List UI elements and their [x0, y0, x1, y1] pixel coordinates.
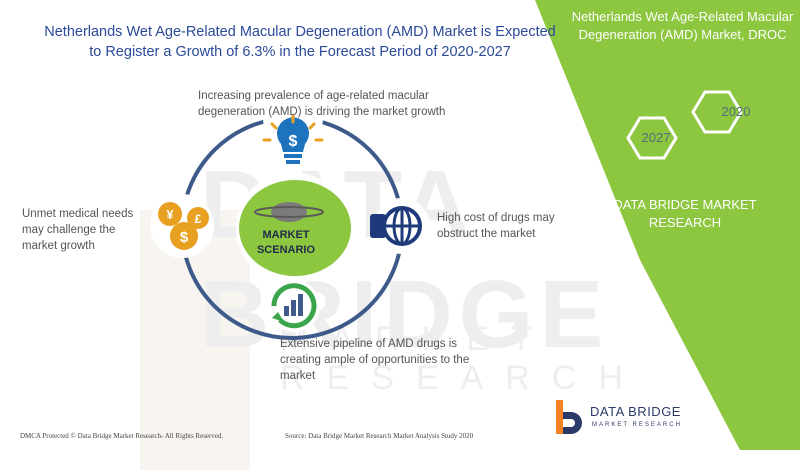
- company-name: DATA BRIDGE MARKET RESEARCH: [613, 197, 757, 230]
- label-restraint: High cost of drugs may obstruct the mark…: [437, 212, 555, 240]
- label-challenge: Unmet medical needs may challenge the ma…: [22, 208, 134, 252]
- logo-name: DATA BRIDGE: [590, 404, 681, 419]
- svg-text:¥: ¥: [166, 207, 174, 222]
- footer-source: Source: Data Bridge Market Research Mark…: [285, 432, 474, 440]
- svg-text:£: £: [195, 212, 202, 226]
- year-start: 2020: [721, 104, 751, 119]
- globe-barrier-icon: [370, 198, 430, 254]
- company-logo-icon: [556, 400, 582, 434]
- logo-subtitle: MARKET RESEARCH: [592, 422, 682, 428]
- hexagon-2027: [626, 116, 678, 160]
- svg-text:$: $: [289, 133, 298, 150]
- svg-text:$: $: [180, 229, 189, 246]
- green-side-panel: [535, 0, 800, 450]
- footer-copyright: DMCA Protected © Data Bridge Market Rese…: [20, 432, 224, 440]
- market-scenario-diagram: $ ¥ £ $: [150, 88, 430, 340]
- label-opportunity: Extensive pipeline of AMD drugs is creat…: [280, 338, 470, 382]
- panel-title: Netherlands Wet Age-Related Macular Dege…: [571, 9, 794, 42]
- growth-chart-icon: [268, 280, 320, 332]
- lightbulb-dollar-icon: $: [262, 88, 324, 164]
- center-disc: [239, 180, 351, 276]
- label-driver: Increasing prevalence of age-related mac…: [198, 90, 446, 118]
- center-orb-ring: [254, 206, 324, 218]
- page-title: Netherlands Wet Age-Related Macular Dege…: [44, 24, 556, 60]
- center-label: MARKET SCENARIO: [256, 229, 316, 256]
- year-end: 2027: [641, 130, 671, 145]
- center-orb: [271, 202, 307, 222]
- currency-coins-icon: ¥ £ $: [150, 194, 214, 258]
- side-panel-graphics: [535, 0, 800, 450]
- hexagon-2020: [691, 90, 743, 134]
